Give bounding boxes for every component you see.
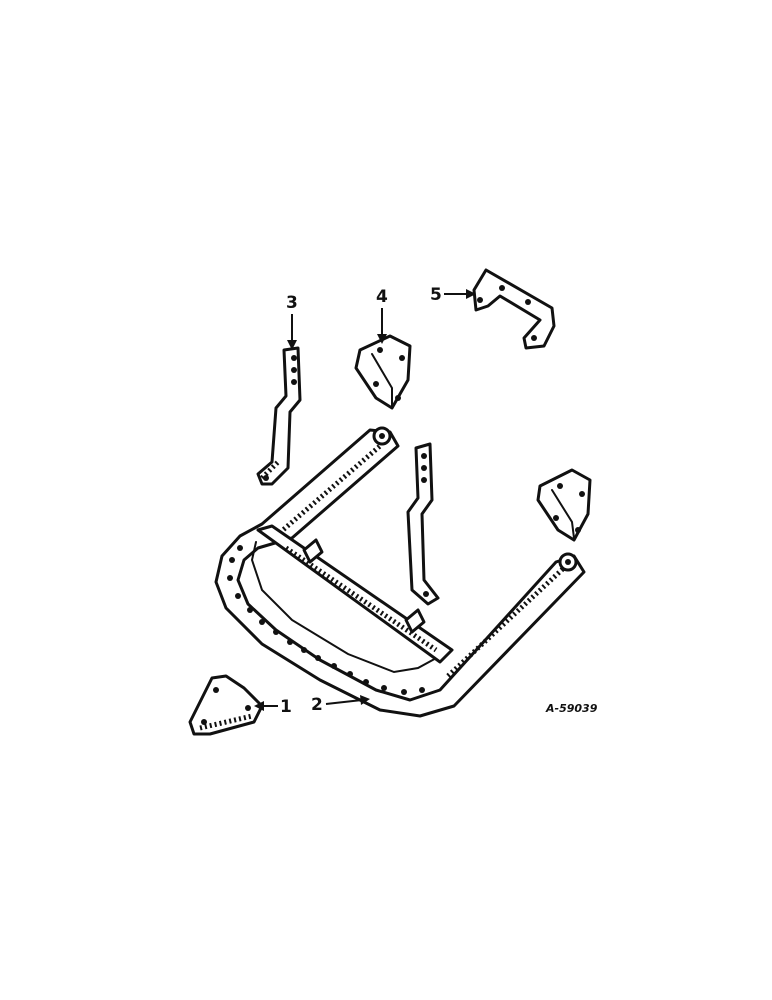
frame-part-2 bbox=[214, 426, 586, 718]
bracket-part-4-second bbox=[536, 468, 592, 542]
callout-5: 5 bbox=[430, 285, 442, 305]
plate-part-1 bbox=[188, 674, 264, 736]
callout-4: 4 bbox=[376, 287, 388, 307]
bracket-part-3-second bbox=[406, 442, 440, 606]
bracket-part-5 bbox=[472, 268, 556, 350]
callout-arrows bbox=[254, 289, 476, 711]
figure-reference: A-59039 bbox=[545, 702, 598, 715]
bracket-part-3 bbox=[256, 346, 302, 486]
callout-3: 3 bbox=[286, 293, 298, 313]
bracket-part-4 bbox=[354, 334, 412, 410]
callout-2: 2 bbox=[311, 695, 323, 715]
callout-1: 1 bbox=[280, 697, 292, 717]
